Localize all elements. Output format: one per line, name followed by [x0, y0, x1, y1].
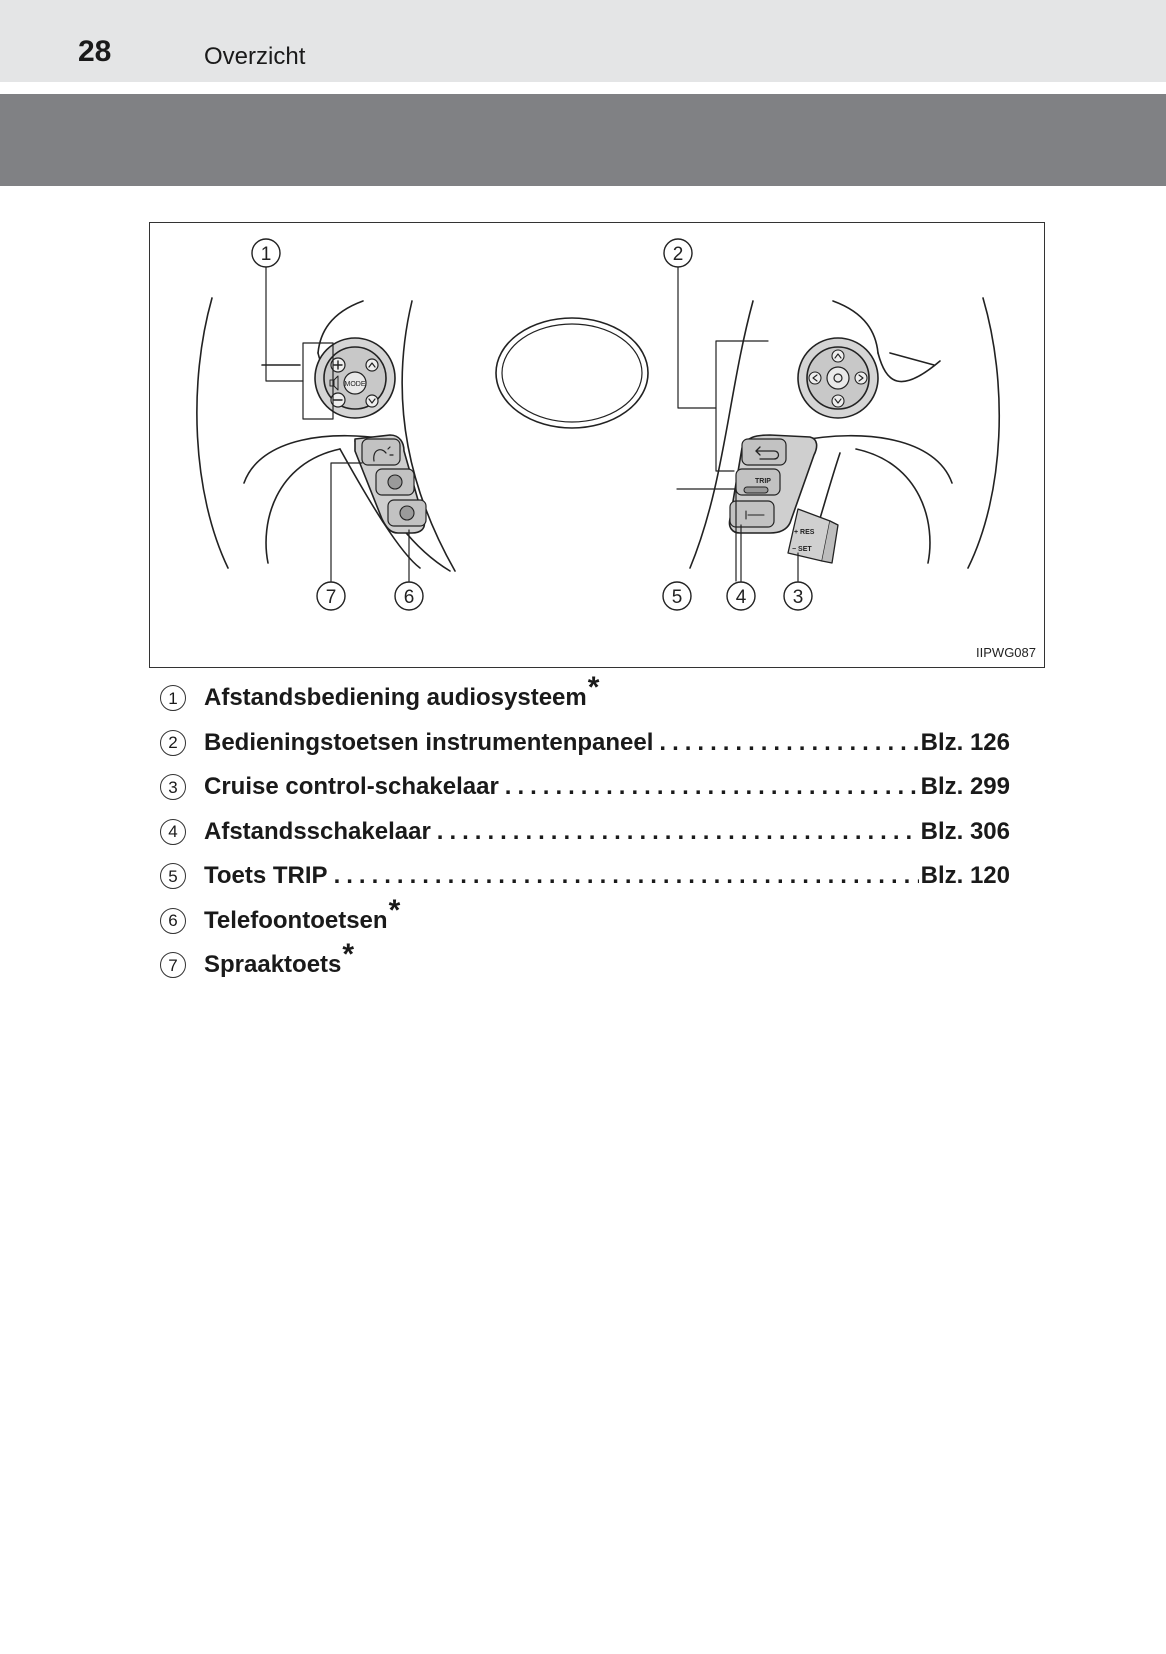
dot-leader: ........................................…	[333, 862, 919, 890]
page-reference[interactable]: Blz. 299	[920, 773, 1010, 801]
right-button-column: TRIP	[728, 434, 818, 534]
callout-5: 5	[662, 581, 692, 611]
callout-2-number: 2	[673, 244, 684, 265]
legend-label: Afstandsschakelaar	[204, 817, 431, 845]
trip-label: TRIP	[755, 478, 771, 485]
legend-label: Cruise control-schakelaar	[204, 773, 499, 801]
page-reference[interactable]: Blz. 120	[920, 862, 1010, 890]
legend-number: 6	[160, 907, 186, 934]
set-label: − SET	[792, 546, 812, 553]
legend-label: Bedieningstoetsen instrumentenpaneel	[204, 728, 654, 756]
center-emblem	[495, 317, 649, 429]
callout-5-number: 5	[672, 587, 683, 608]
legend-label: Telefoontoetsen	[204, 906, 388, 934]
section-title: Overzicht	[204, 43, 306, 70]
legend-number: 5	[160, 863, 186, 890]
callout-2: 2	[663, 238, 693, 268]
audio-remote-control: MODE	[314, 337, 396, 419]
dot-leader: ........................................…	[659, 728, 918, 756]
footnote-asterisk: *	[342, 938, 355, 972]
legend-label: Spraaktoets	[204, 951, 342, 979]
footnote-asterisk: *	[388, 893, 401, 927]
figure-code: IIPWG087	[976, 645, 1036, 660]
legend-item: 1 Afstandsbediening audiosysteem *	[160, 671, 1010, 721]
mode-label: MODE	[345, 381, 366, 388]
page-number: 28	[78, 35, 112, 68]
legend-item: 7 Spraaktoets *	[160, 938, 1010, 988]
callout-7-number: 7	[326, 587, 337, 608]
steering-wheel-illustration: MODE	[149, 222, 1045, 668]
page-header: 28 Overzicht	[0, 0, 1166, 82]
dot-leader: ........................................…	[504, 773, 919, 801]
legend-number: 7	[160, 952, 186, 979]
steering-wheel-diagram: MODE	[196, 238, 1001, 611]
component-legend: 1 Afstandsbediening audiosysteem * 2 Bed…	[160, 671, 1010, 988]
callout-4-number: 4	[736, 587, 747, 608]
legend-number: 4	[160, 818, 186, 845]
footnote-asterisk: *	[587, 671, 600, 705]
page-reference[interactable]: Blz. 306	[920, 817, 1010, 845]
legend-item: 6 Telefoontoetsen *	[160, 894, 1010, 944]
callout-1: 1	[251, 238, 281, 268]
legend-item: 3 Cruise control-schakelaar ............…	[160, 765, 1010, 810]
legend-number: 2	[160, 729, 186, 756]
legend-label: Toets TRIP	[204, 862, 328, 890]
res-label: + RES	[794, 529, 815, 536]
legend-number: 3	[160, 774, 186, 801]
callout-3-number: 3	[793, 587, 804, 608]
callout-6: 6	[394, 581, 424, 611]
callout-4: 4	[726, 581, 756, 611]
callout-1-number: 1	[261, 244, 272, 265]
callout-6-number: 6	[404, 587, 415, 608]
right-spoke	[689, 297, 1001, 569]
legend-label: Afstandsbediening audiosysteem	[204, 684, 587, 712]
cruise-control-lever: + RES − SET	[787, 508, 839, 564]
left-phone-voice-buttons	[354, 434, 427, 534]
legend-number: 1	[160, 685, 186, 712]
legend-item: 2 Bedieningstoetsen instrumentenpaneel .…	[160, 721, 1010, 766]
callout-7: 7	[316, 581, 346, 611]
callout-leader-lines	[265, 266, 799, 582]
legend-item: 4 Afstandsschakelaar ...................…	[160, 810, 1010, 855]
callout-3: 3	[783, 581, 813, 611]
instrument-panel-control-pad	[797, 337, 879, 419]
page-reference[interactable]: Blz. 126	[920, 728, 1010, 756]
dot-leader: ........................................…	[436, 817, 919, 845]
legend-item: 5 Toets TRIP ...........................…	[160, 854, 1010, 899]
header-band	[0, 94, 1166, 186]
